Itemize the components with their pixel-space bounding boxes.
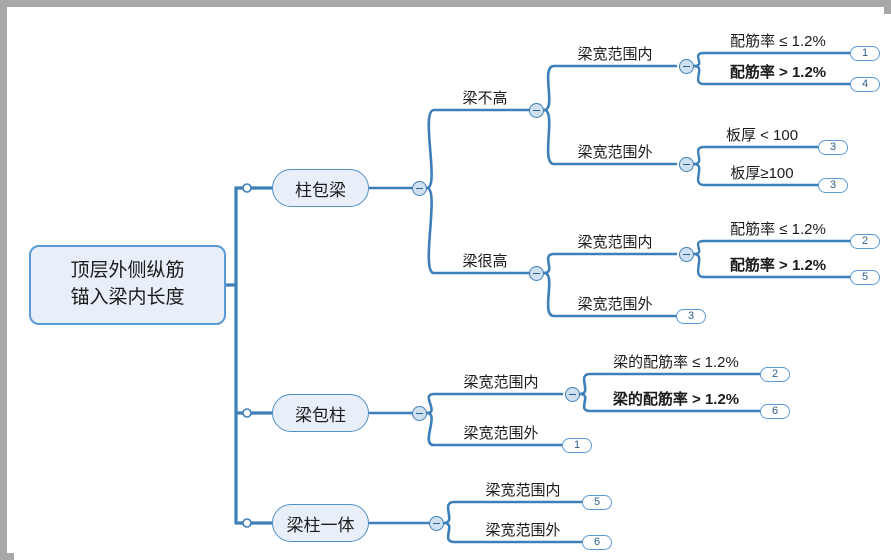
branch-label: 梁包柱	[295, 405, 346, 425]
badge-liang-peijinlv-le: 2	[760, 367, 790, 382]
label-peijinlv-le-2[interactable]: 配筋率 ≤ 1.2%	[704, 213, 852, 239]
node-label: 梁宽范围内	[463, 374, 539, 391]
label-liangkuan-wai-1[interactable]: 梁宽范围外	[554, 136, 676, 162]
toggle-liangkuan-wai-1[interactable]	[679, 157, 694, 172]
toggle-zhubaoliang[interactable]	[412, 181, 427, 196]
node-label: 梁很高	[462, 253, 508, 270]
badge-liang-peijinlv-gt: 6	[760, 404, 790, 419]
node-label: 梁宽范围外	[485, 522, 561, 539]
label-liangkuan-wai-4[interactable]: 梁宽范围外	[462, 514, 584, 540]
branch-node-liangbaozhu[interactable]: 梁包柱	[272, 394, 369, 432]
label-banhou-lt-100[interactable]: 板厚 < 100	[704, 119, 820, 145]
node-label: 板厚 < 100	[725, 127, 799, 144]
node-label: 梁宽范围外	[463, 425, 539, 442]
badge-banhou-lt-100: 3	[818, 140, 848, 155]
label-peijinlv-gt-2[interactable]: 配筋率 > 1.2%	[704, 249, 852, 275]
badge-liangkuan-wai-3: 1	[562, 438, 592, 453]
label-peijinlv-le-1[interactable]: 配筋率 ≤ 1.2%	[704, 25, 852, 51]
label-liangkuan-nei-2[interactable]: 梁宽范围内	[554, 226, 676, 252]
root-label-line1: 顶层外侧纵筋	[70, 260, 185, 281]
node-label: 配筋率 ≤ 1.2%	[730, 221, 826, 238]
branch-node-zhubaoliang[interactable]: 柱包梁	[272, 169, 369, 207]
node-label: 梁宽范围内	[485, 482, 561, 499]
branch-node-liangzhuyiti[interactable]: 梁柱一体	[272, 504, 369, 542]
toggle-liangbaozhu[interactable]	[412, 406, 427, 421]
root-node[interactable]: 顶层外侧纵筋 锚入梁内长度	[29, 245, 226, 325]
node-label: 梁宽范围外	[577, 296, 653, 313]
label-banhou-ge-100[interactable]: 板厚≥100	[704, 157, 820, 183]
label-peijinlv-gt-1[interactable]: 配筋率 > 1.2%	[704, 56, 852, 82]
node-label: 配筋率 ≤ 1.2%	[730, 33, 826, 50]
badge-peijinlv-gt-1: 4	[850, 77, 880, 92]
badge-banhou-ge-100: 3	[818, 178, 848, 193]
badge-liangkuan-nei-4: 5	[582, 495, 612, 510]
node-label: 梁的配筋率 ≤ 1.2%	[613, 354, 739, 371]
badge-liangkuan-wai-2: 3	[676, 309, 706, 324]
node-label: 梁宽范围外	[577, 144, 653, 161]
label-liangkuan-nei-4[interactable]: 梁宽范围内	[462, 474, 584, 500]
toggle-liangzhuyiti[interactable]	[429, 516, 444, 531]
toggle-liangkuan-nei-3[interactable]	[565, 387, 580, 402]
label-liangbugao[interactable]: 梁不高	[434, 82, 536, 108]
label-liang-peijinlv-le[interactable]: 梁的配筋率 ≤ 1.2%	[590, 346, 762, 372]
badge-peijinlv-gt-2: 5	[850, 270, 880, 285]
node-label: 配筋率 > 1.2%	[729, 257, 827, 274]
branch-label: 柱包梁	[295, 180, 346, 200]
toggle-liangkuan-nei-2[interactable]	[679, 247, 694, 262]
toggle-liangkuan-nei-1[interactable]	[679, 59, 694, 74]
mindmap-canvas[interactable]: 顶层外侧纵筋 锚入梁内长度 柱包梁 梁包柱 梁柱一体 梁不高 梁很高 梁宽范围内	[14, 14, 891, 560]
branch-label: 梁柱一体	[286, 515, 355, 535]
label-liangkuan-wai-3[interactable]: 梁宽范围外	[440, 417, 562, 443]
label-lianghengao[interactable]: 梁很高	[434, 245, 536, 271]
node-label: 梁不高	[462, 90, 508, 107]
node-label: 配筋率 > 1.2%	[729, 64, 827, 81]
badge-peijinlv-le-1: 1	[850, 46, 880, 61]
node-label: 梁宽范围内	[577, 46, 653, 63]
badge-peijinlv-le-2: 2	[850, 234, 880, 249]
root-label-line2: 锚入梁内长度	[70, 287, 185, 308]
node-label: 梁的配筋率 > 1.2%	[612, 391, 740, 408]
toggle-liangbugao[interactable]	[529, 103, 544, 118]
label-liang-peijinlv-gt[interactable]: 梁的配筋率 > 1.2%	[590, 383, 762, 409]
node-label: 梁宽范围内	[577, 234, 653, 251]
label-liangkuan-nei-1[interactable]: 梁宽范围内	[554, 38, 676, 64]
toggle-lianghengao[interactable]	[529, 266, 544, 281]
badge-liangkuan-wai-4: 6	[582, 535, 612, 550]
label-liangkuan-wai-2[interactable]: 梁宽范围外	[554, 288, 676, 314]
label-liangkuan-nei-3[interactable]: 梁宽范围内	[440, 366, 562, 392]
node-label: 板厚≥100	[730, 165, 794, 182]
